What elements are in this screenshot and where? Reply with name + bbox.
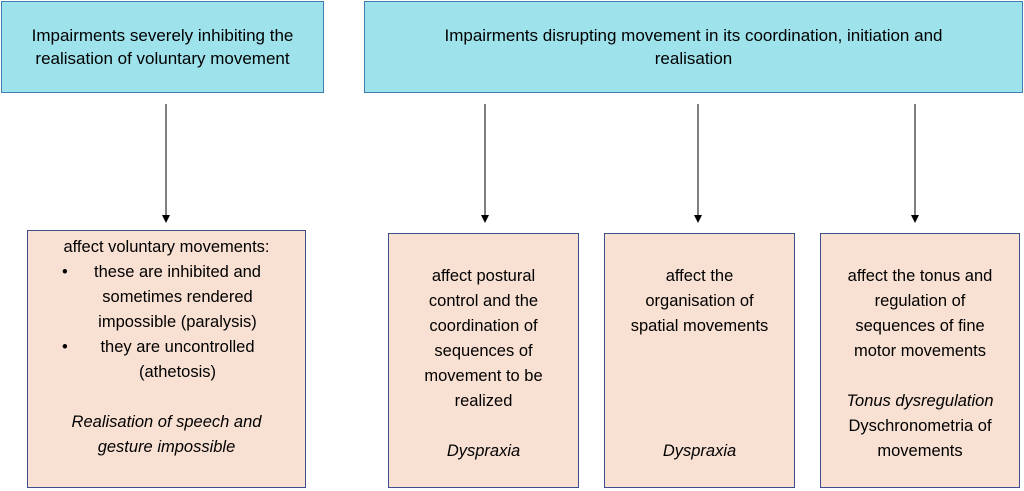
card-line: organisation of (645, 292, 754, 310)
card-note: Dyspraxia (662, 442, 737, 460)
card-line: realized (454, 392, 513, 410)
card-line: movement to be (424, 367, 543, 385)
card-line: movements (877, 442, 963, 460)
card-line: affect postural (431, 267, 536, 285)
card-line: coordination of (429, 317, 538, 335)
card-note: gesture impossible (97, 438, 236, 456)
card-voluntary-movements: affect voluntary movements: • these are … (27, 230, 306, 488)
header-line: Impairments severely inhibiting the (31, 26, 294, 45)
bullet-line: they are uncontrolled (100, 338, 255, 356)
card-intro: affect voluntary movements: (63, 238, 270, 256)
header-line: Impairments disrupting movement in its c… (444, 26, 943, 45)
card-note: Realisation of speech and (71, 413, 262, 431)
card-tonus-regulation: affect the tonus and regulation of seque… (820, 233, 1020, 488)
card-line: sequences of (434, 342, 533, 360)
card-line: motor movements (853, 342, 987, 360)
header-movement-coordination: Impairments disrupting movement in its c… (364, 1, 1023, 93)
card-line: control and the (428, 292, 539, 310)
card-postural-control: affect postural control and the coordina… (388, 233, 579, 488)
card-line: Dyschronometria of (848, 417, 992, 435)
card-line: affect the (665, 267, 734, 285)
bullet-line: sometimes rendered (102, 288, 253, 306)
bullet-item: • these are inhibited and sometimes rend… (62, 260, 261, 335)
card-line: sequences of fine (855, 317, 985, 335)
card-line: spatial movements (630, 317, 769, 335)
header-line: realisation of voluntary movement (35, 49, 290, 68)
bullet-list: • these are inhibited and sometimes rend… (62, 260, 261, 385)
card-note: Tonus dysregulation (846, 392, 994, 410)
card-line: regulation of (874, 292, 966, 310)
card-spatial-movements: affect the organisation of spatial movem… (604, 233, 795, 488)
bullet-item: • they are uncontrolled (athetosis) (62, 335, 261, 385)
bullet-line: (athetosis) (138, 363, 217, 381)
header-voluntary-movement: Impairments severely inhibiting the real… (1, 1, 324, 93)
header-line: realisation (654, 49, 733, 68)
bullet-line: these are inhibited and (94, 263, 261, 281)
card-note: Dyspraxia (446, 442, 521, 460)
bullet-line: impossible (paralysis) (98, 313, 257, 331)
card-line: affect the tonus and (847, 267, 993, 285)
